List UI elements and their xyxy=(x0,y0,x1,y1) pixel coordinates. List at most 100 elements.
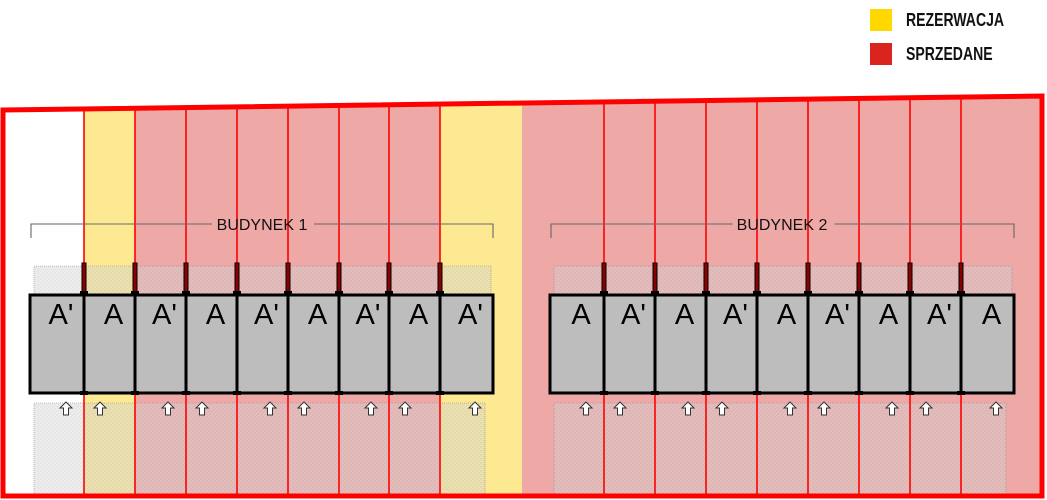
legend-swatch-reserved xyxy=(870,9,892,31)
wall-stub-2-1 xyxy=(601,262,607,294)
unit-type-label-1-3: A' xyxy=(152,299,177,331)
site-boundary xyxy=(0,93,1045,499)
yards-layer xyxy=(33,265,1013,498)
unit-type-label-2-9: A xyxy=(982,299,1002,331)
entrance-arrow-icon-2-9 xyxy=(988,401,1004,416)
entrance-arrow-icon-1-4 xyxy=(194,401,210,416)
joint-bottom-2-4 xyxy=(753,391,761,395)
wall-stub-2-6 xyxy=(856,262,862,294)
unit-1-9 xyxy=(438,293,495,395)
unit-type-label-2-4: A' xyxy=(723,299,748,331)
terrace-band-2 xyxy=(553,265,1013,295)
building-2-bracket xyxy=(550,223,1015,238)
joint-top-1-1 xyxy=(80,291,88,295)
legend-label-sold: SPRZEDANE xyxy=(906,43,993,64)
joint-bottom-2-6 xyxy=(855,391,863,395)
unit-type-label-1-9: A' xyxy=(458,299,483,331)
joint-top-2-3 xyxy=(702,291,710,295)
entrance-arrow-icon-1-8 xyxy=(397,401,413,416)
wall-stub-1-1 xyxy=(81,262,87,294)
joint-bottom-1-2 xyxy=(131,391,139,395)
unit-type-label-2-5: A xyxy=(777,299,797,331)
legend: REZERWACJA SPRZEDANE xyxy=(870,8,1032,76)
joint-bottom-1-5 xyxy=(284,391,292,395)
joint-bottom-2-1 xyxy=(600,391,608,395)
building-2-label: BUDYNEK 2 xyxy=(737,217,828,234)
joint-bottom-2-7 xyxy=(906,391,914,395)
wall-stub-1-4 xyxy=(234,262,240,294)
joint-bottom-1-1 xyxy=(80,391,88,395)
building-1-label: BUDYNEK 1 xyxy=(217,217,308,234)
unit-type-label-1-8: A xyxy=(409,299,429,331)
wall-stub-1-5 xyxy=(285,262,291,294)
wall-stub-1-3 xyxy=(183,262,189,294)
joint-bottom-2-3 xyxy=(702,391,710,395)
joint-bottom-1-6 xyxy=(335,391,343,395)
joint-top-1-2 xyxy=(131,291,139,295)
unit-2-9 xyxy=(959,293,1016,395)
unit-type-label-2-6: A' xyxy=(825,299,850,331)
joint-bottom-2-2 xyxy=(651,391,659,395)
joint-top-2-5 xyxy=(804,291,812,295)
wall-stub-2-8 xyxy=(958,262,964,294)
entrance-arrow-icon-2-7 xyxy=(884,401,900,416)
unit-type-label-2-8: A' xyxy=(927,299,952,331)
entrance-arrow-icon-1-2 xyxy=(92,401,108,416)
wall-stub-1-6 xyxy=(336,262,342,294)
unit-type-label-2-7: A xyxy=(879,299,899,331)
building-1-bracket xyxy=(30,223,494,238)
joint-top-1-5 xyxy=(284,291,292,295)
wall-stub-2-7 xyxy=(907,262,913,294)
entrance-arrow-icon-2-1 xyxy=(578,401,594,416)
legend-swatch-sold xyxy=(870,43,892,65)
joint-bottom-1-8 xyxy=(436,391,444,395)
joint-bottom-1-4 xyxy=(233,391,241,395)
entrance-arrow-icon-1-6 xyxy=(296,401,312,416)
unit-type-label-1-2: A xyxy=(104,299,124,331)
wall-stub-1-2 xyxy=(132,262,138,294)
legend-item-sold: SPRZEDANE xyxy=(870,42,1032,66)
joint-top-2-8 xyxy=(957,291,965,295)
unit-2-7 xyxy=(857,293,912,395)
unit-2-1 xyxy=(548,293,606,395)
wall-stub-2-2 xyxy=(652,262,658,294)
entrance-arrow-icon-1-9 xyxy=(467,401,483,416)
wall-stub-2-5 xyxy=(805,262,811,294)
terrace-band-1 xyxy=(33,265,492,295)
entrance-arrow-icon-2-6 xyxy=(816,401,832,416)
joint-top-2-1 xyxy=(600,291,608,295)
unit-type-label-1-4: A xyxy=(206,299,226,331)
joint-top-2-2 xyxy=(651,291,659,295)
joint-bottom-2-5 xyxy=(804,391,812,395)
entrance-arrow-icon-2-2 xyxy=(612,401,628,416)
joint-top-2-7 xyxy=(906,291,914,295)
entrance-arrow-icon-2-5 xyxy=(782,401,798,416)
wall-stub-1-7 xyxy=(386,262,392,294)
wall-stub-2-3 xyxy=(703,262,709,294)
wall-stub-2-4 xyxy=(754,262,760,294)
joint-top-1-6 xyxy=(335,291,343,295)
unit-1-3 xyxy=(133,293,188,395)
unit-type-label-1-1: A' xyxy=(49,299,74,331)
joint-top-1-7 xyxy=(385,291,393,295)
joint-bottom-2-8 xyxy=(957,391,965,395)
entrance-arrow-icon-1-5 xyxy=(262,401,278,416)
yard-band-2 xyxy=(553,402,1007,498)
unit-2-4 xyxy=(704,293,759,395)
legend-item-reserved: REZERWACJA xyxy=(870,8,1032,32)
joint-top-1-8 xyxy=(436,291,444,295)
entrance-arrow-icon-2-8 xyxy=(918,401,934,416)
entrance-arrow-icon-2-3 xyxy=(680,401,696,416)
entrance-arrow-icon-1-1 xyxy=(58,401,74,416)
unit-1-1 xyxy=(28,293,86,395)
wall-stub-1-8 xyxy=(437,262,443,294)
unit-type-label-1-5: A' xyxy=(254,299,279,331)
yard-band-1 xyxy=(33,402,486,498)
entrance-arrow-icon-1-3 xyxy=(160,401,176,416)
entrance-arrow-icon-1-7 xyxy=(363,401,379,416)
joint-bottom-1-7 xyxy=(385,391,393,395)
entrance-arrow-icon-2-4 xyxy=(714,401,730,416)
unit-1-4 xyxy=(184,293,239,395)
joint-bottom-1-3 xyxy=(182,391,190,395)
